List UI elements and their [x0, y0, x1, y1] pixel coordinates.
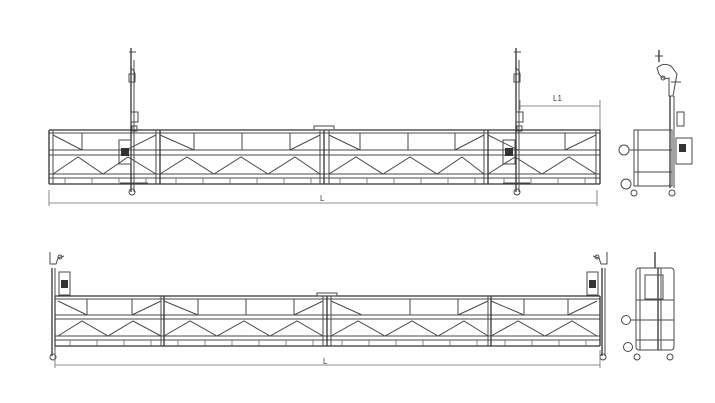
bottom-side-view — [621, 252, 675, 361]
top-dimension-lines — [48, 100, 601, 206]
top-left-hoist — [118, 48, 148, 196]
bottom-left-hoist — [49, 252, 71, 361]
bottom-right-hoist — [586, 252, 608, 361]
bottom-dimension-lines — [54, 350, 601, 368]
top-platform-elevation — [48, 125, 601, 185]
dimension-label-top-L: L — [320, 194, 325, 203]
top-right-hoist — [502, 48, 530, 196]
dimension-label-L1: L1 — [553, 94, 562, 103]
dimension-label-bottom-L: L — [323, 357, 328, 366]
top-side-view — [618, 50, 693, 197]
bottom-platform-elevation — [54, 292, 601, 347]
